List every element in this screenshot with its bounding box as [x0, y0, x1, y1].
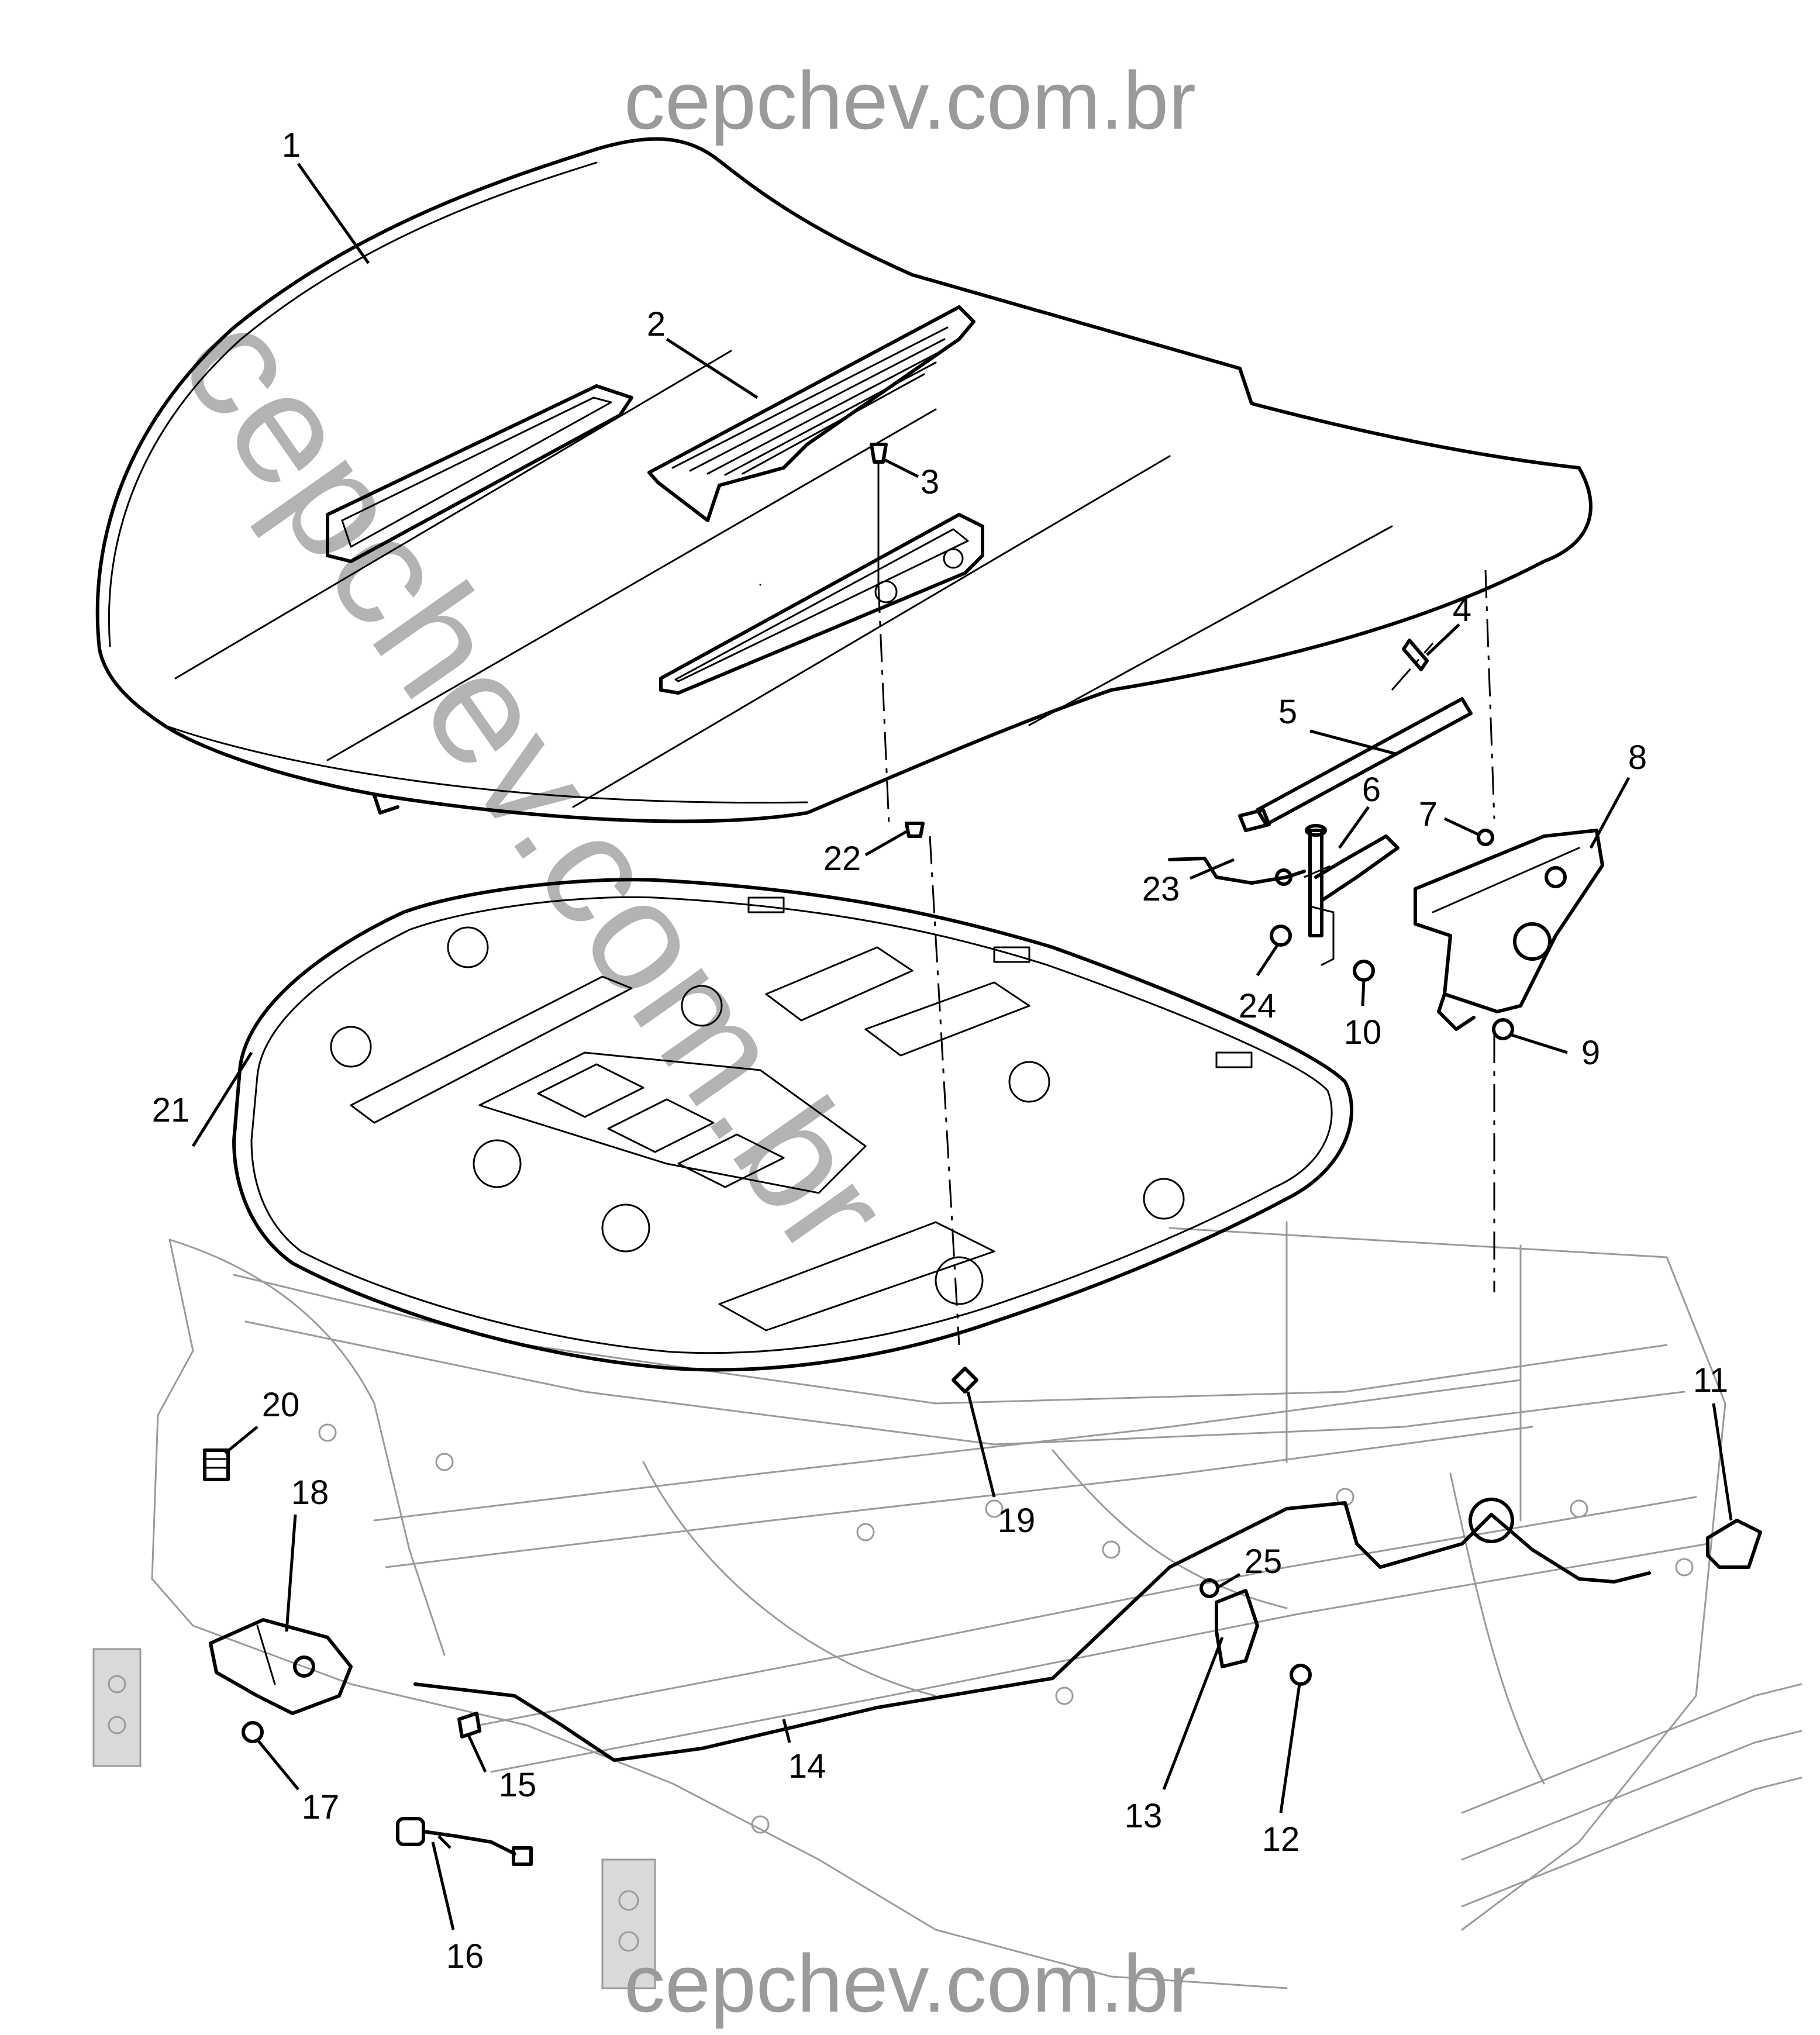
- callout-13: 13: [1125, 1797, 1163, 1835]
- callout-21: 21: [152, 1091, 190, 1129]
- hood-bumper-22: [905, 822, 925, 838]
- callout-24: 24: [1239, 987, 1277, 1025]
- callout-labels: 1 2 3 4 5 6 7 8 9 10 11 12 13 14 15 16 1…: [152, 126, 1728, 1975]
- bracket-bolt-12: [1290, 1664, 1312, 1686]
- vent-clip: [870, 443, 888, 586]
- vehicle-front-structure: [92, 1221, 1802, 1989]
- callout-16: 16: [446, 1937, 484, 1975]
- watermark-top: cepchev.com.br: [624, 54, 1196, 146]
- callout-18: 18: [291, 1474, 329, 1512]
- callout-4: 4: [1453, 591, 1471, 629]
- callout-2: 2: [647, 305, 666, 343]
- hood-hinge: [1414, 829, 1604, 1031]
- callout-15: 15: [499, 1766, 537, 1804]
- callout-11: 11: [1693, 1361, 1728, 1399]
- callout-14: 14: [788, 1747, 826, 1785]
- hinge-bolt-9: [1492, 1018, 1514, 1040]
- callout-12: 12: [1262, 1820, 1300, 1858]
- callout-3: 3: [921, 463, 939, 501]
- callout-7: 7: [1419, 795, 1438, 833]
- latch-harness-16: [396, 1817, 533, 1866]
- latch-bolt-17: [242, 1721, 264, 1743]
- hood-release-cable-14: [413, 1501, 1493, 1762]
- hood-rod-bracket: [1305, 824, 1400, 966]
- hood-insulator: [232, 584, 1354, 1372]
- watermark: cepchev.com.br cepchev.com.br cepchev.co…: [147, 54, 1196, 2029]
- strut-stud: [1402, 639, 1429, 671]
- watermark-bottom: cepchev.com.br: [624, 1937, 1196, 2029]
- callout-25: 25: [1245, 1543, 1283, 1581]
- callout-6: 6: [1362, 771, 1381, 809]
- hinge-nut-7: [1477, 829, 1494, 846]
- cable-bracket-13: [1215, 1589, 1259, 1668]
- hood-bumper-20: [203, 1448, 230, 1481]
- callout-10: 10: [1344, 1013, 1382, 1051]
- callout-9: 9: [1581, 1034, 1600, 1072]
- cable-clip-15: [457, 1712, 481, 1739]
- hinge-bolt-10: [1353, 960, 1375, 982]
- callout-23: 23: [1142, 870, 1180, 908]
- hood-latch: [209, 1618, 353, 1715]
- callout-20: 20: [262, 1386, 300, 1424]
- hood-release-handle: [1706, 1519, 1762, 1569]
- callout-8: 8: [1628, 739, 1647, 777]
- callout-1: 1: [282, 126, 301, 164]
- leader-lines: [191, 163, 1733, 1930]
- hood-panel: [95, 137, 1592, 823]
- callout-17: 17: [302, 1788, 340, 1826]
- rod-washer-24: [1270, 925, 1292, 947]
- callout-22: 22: [823, 840, 861, 878]
- insulator-retainer-19: [952, 1367, 978, 1394]
- callout-5: 5: [1278, 693, 1297, 731]
- hood-vent: [647, 305, 976, 522]
- callout-19: 19: [998, 1502, 1036, 1540]
- assembly-centerlines: [877, 570, 1495, 1346]
- hood-gas-strut: [1238, 697, 1473, 832]
